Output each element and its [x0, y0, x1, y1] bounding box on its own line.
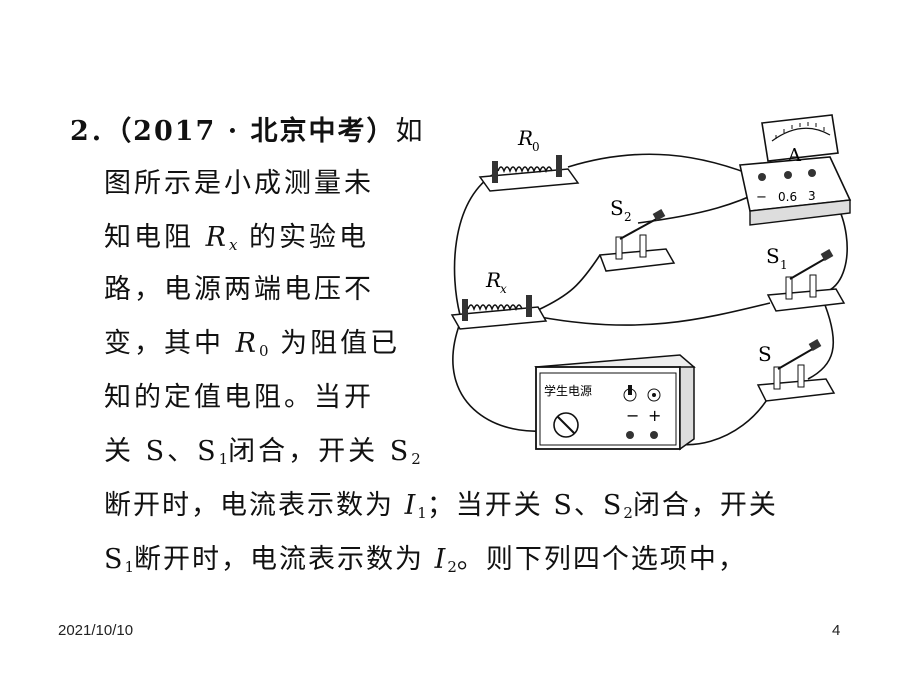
text-fragment: ；当开关 S、S	[426, 490, 624, 521]
text-fragment: 闭合，开关	[632, 490, 778, 521]
sub-1: 1	[218, 450, 229, 468]
text-fragment: 变，其中	[104, 328, 224, 359]
text-fragment: 为阻值已	[280, 328, 401, 359]
sub-1c: 1	[124, 558, 135, 576]
text-fragment: 知电阻	[104, 222, 194, 253]
question-line-3: 知电阻 Rx 的实验电	[104, 222, 369, 261]
text-fragment: 如	[395, 116, 426, 147]
sub-2b: 2	[623, 504, 633, 522]
question-line-2: 图所示是小成测量未	[104, 168, 374, 200]
text-fragment: 。则下列四个选项中，	[456, 544, 747, 575]
label-s: S	[758, 342, 772, 366]
question-line-8: 断开时，电流表示数为 I1；当开关 S、S2闭合，开关	[104, 490, 778, 529]
label-s2-sub: 2	[624, 210, 632, 224]
var-r: R	[205, 222, 229, 253]
text-fragment: S	[104, 544, 125, 575]
meter-06: 0.6	[778, 190, 797, 204]
label-rx: R	[485, 268, 501, 292]
resistor-r0: R 0	[478, 126, 580, 192]
text-fragment: 知的定值电阻。当开	[104, 382, 374, 413]
question-line-4: 路，电源两端电压不	[104, 274, 374, 306]
var-r0: R	[235, 328, 259, 359]
text-fragment: 关 S、S	[104, 436, 219, 467]
question-line-7: 关 S、S1闭合，开关 S2	[104, 436, 421, 475]
switch-s2: S 2	[598, 196, 676, 272]
text-fragment: 路，电源两端电压不	[104, 274, 374, 305]
text-fragment: 断开时，电流表示数为	[104, 490, 394, 521]
circuit-diagram: R 0 R x A − 0.6 3	[450, 114, 852, 451]
label-s1: S	[766, 244, 780, 268]
meter-minus: −	[756, 190, 767, 205]
question-line-1: 2.（2017 · 北京中考）如	[70, 116, 426, 148]
wire	[567, 153, 763, 180]
sub-2: 2	[411, 450, 421, 468]
label-r0-sub: 0	[532, 140, 540, 154]
sub-2c: 2	[447, 558, 457, 576]
wire	[539, 302, 771, 326]
sub-0: 0	[258, 342, 269, 360]
text-fragment: 图所示是小成测量未	[104, 168, 374, 199]
label-s2: S	[610, 196, 624, 220]
question-number: 2.	[70, 116, 105, 147]
label-rx-sub: x	[500, 282, 507, 296]
question-line-9: S1断开时，电流表示数为 I2。则下列四个选项中，	[104, 544, 747, 583]
ammeter: A − 0.6 3	[739, 114, 852, 226]
question-source: （2017 · 北京中考）	[104, 116, 396, 147]
meter-3: 3	[808, 189, 816, 203]
switch-s: S	[756, 339, 836, 402]
question-line-5: 变，其中 R0 为阻值已	[104, 328, 400, 367]
label-r0: R	[517, 126, 533, 150]
text-fragment: 闭合，开关 S	[228, 436, 412, 467]
power-plus: +	[648, 406, 661, 425]
power-label: 学生电源	[544, 383, 592, 398]
wire	[807, 304, 835, 380]
power-minus: −	[626, 406, 639, 425]
footer-page-number: 4	[832, 622, 841, 639]
sub-1b: 1	[417, 504, 427, 522]
label-ammeter: A	[787, 145, 802, 166]
text-fragment: 的实验电	[249, 222, 369, 253]
footer-date: 2021/10/10	[58, 622, 134, 639]
power-supply: 学生电源 − +	[534, 354, 696, 451]
wire	[537, 254, 601, 311]
label-s1-sub: 1	[780, 258, 788, 272]
resistor-rx: R x	[450, 268, 548, 330]
var-i1: I	[404, 490, 418, 521]
switch-s1: S 1	[766, 244, 846, 312]
wire	[453, 174, 493, 316]
question-line-6: 知的定值电阻。当开	[104, 382, 374, 414]
var-i2: I	[434, 544, 448, 575]
sub-x: x	[228, 236, 238, 254]
text-fragment: 断开时，电流表示数为	[134, 544, 425, 575]
